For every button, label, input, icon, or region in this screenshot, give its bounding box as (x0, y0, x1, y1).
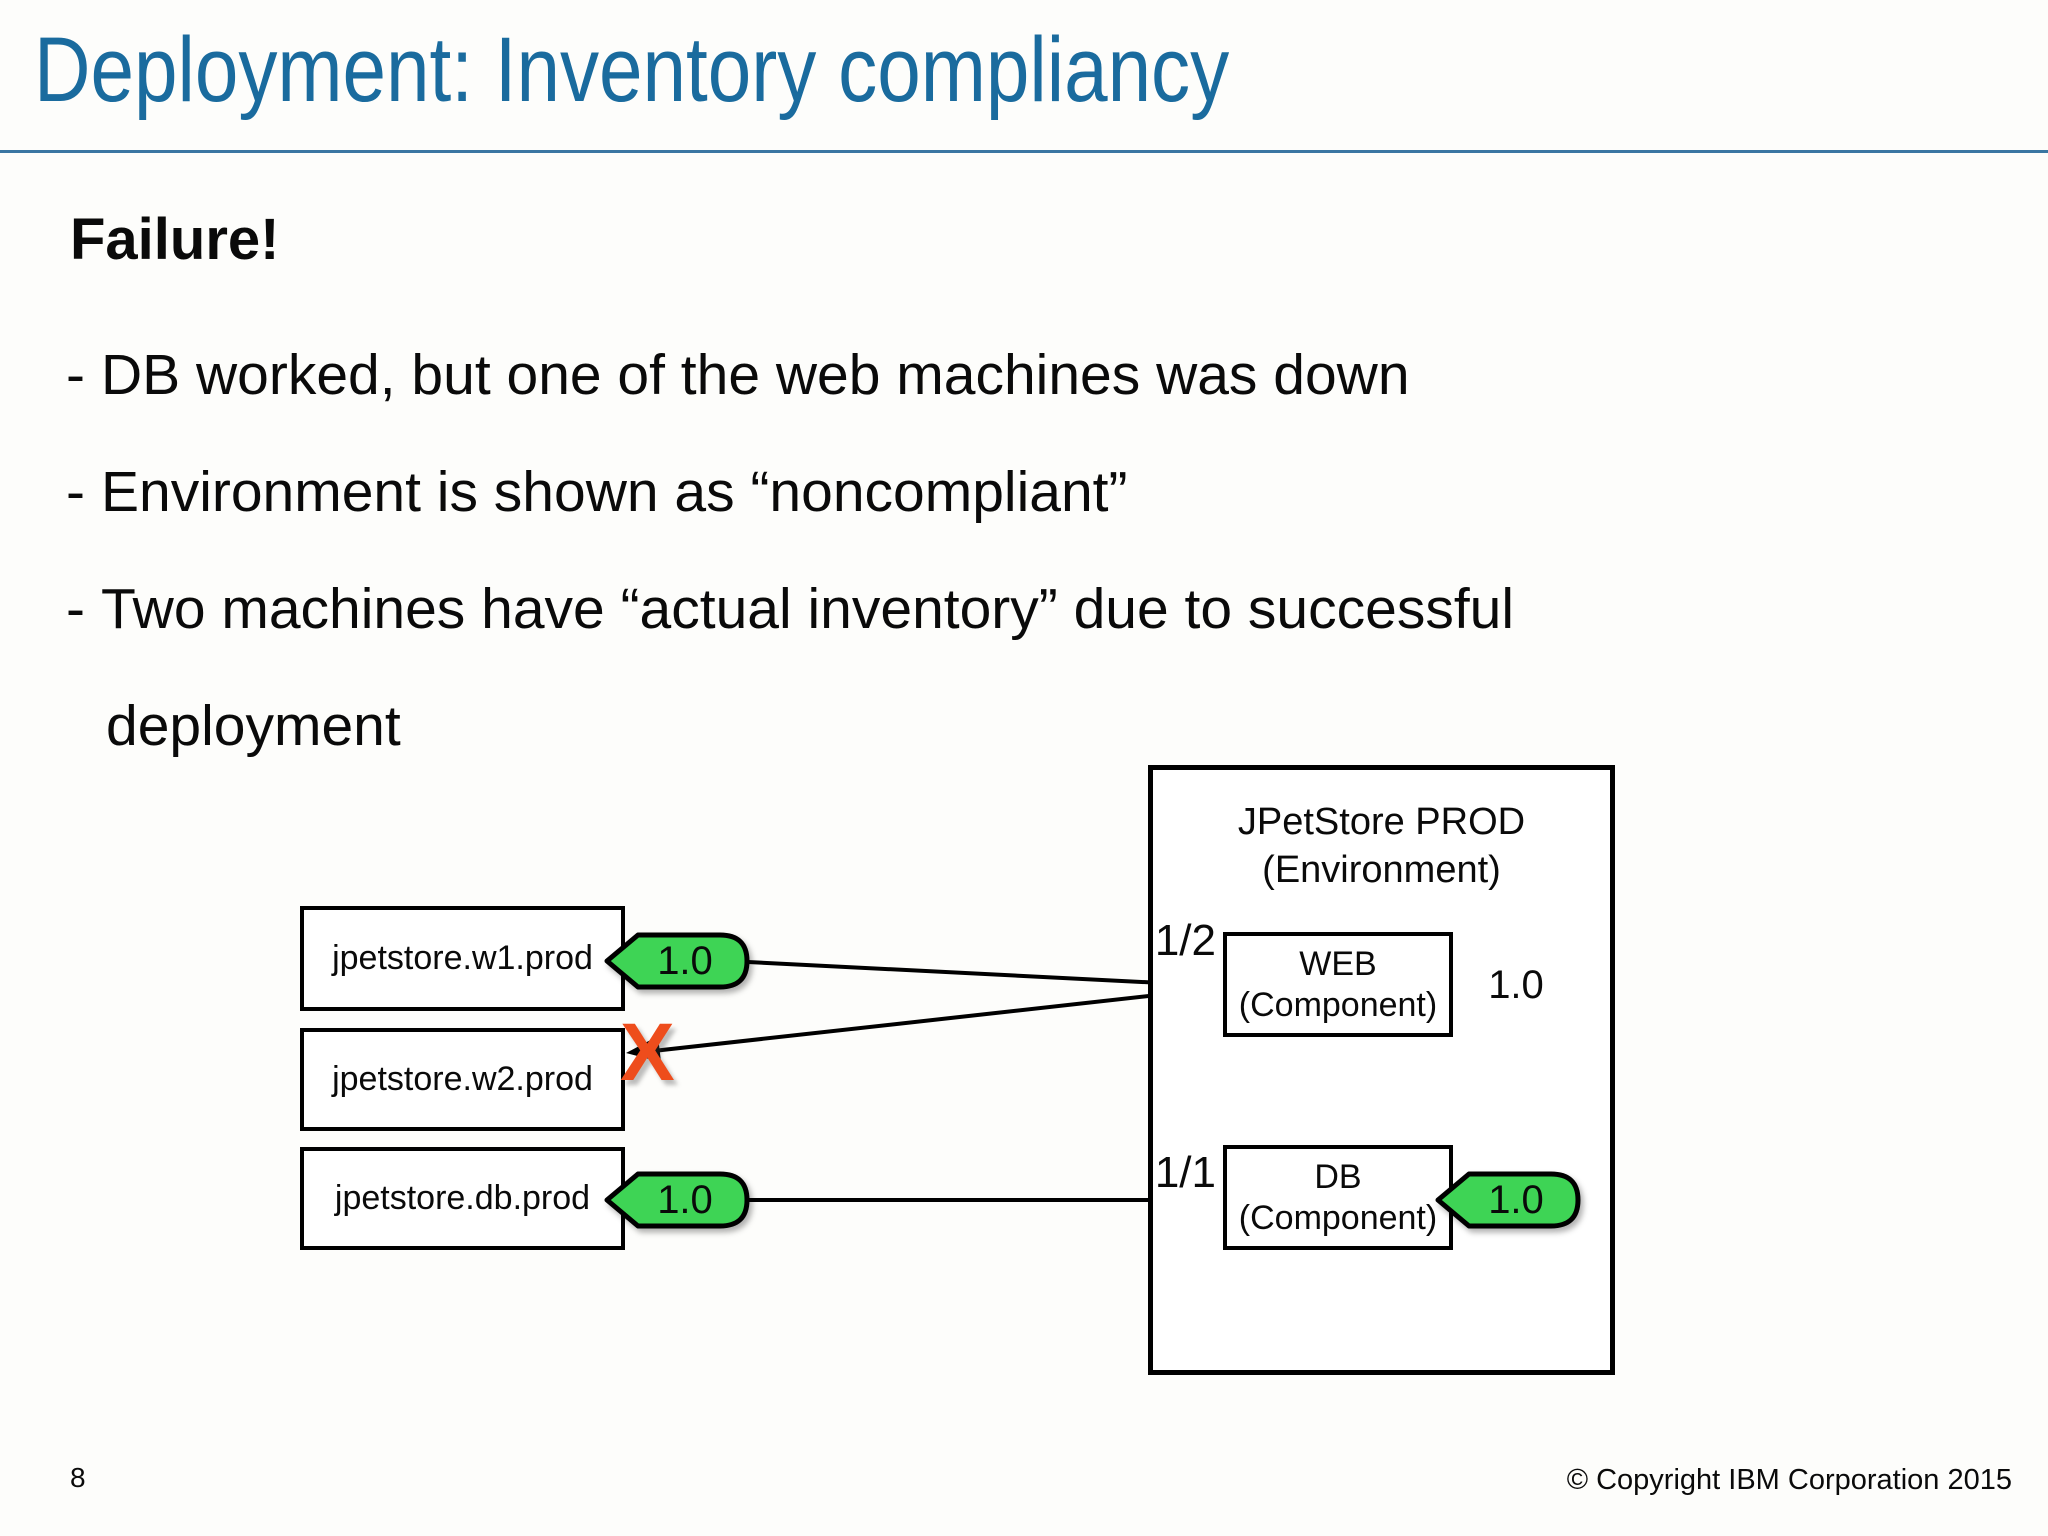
component-name: DB (1314, 1157, 1362, 1196)
bullet-text: Two machines have “actual inventory” due… (100, 577, 1515, 758)
bullet-item: -DB worked, but one of the web machines … (66, 317, 1766, 434)
badge-version-label: 1.0 (657, 1177, 713, 1222)
machine-box-w2: jpetstore.w2.prod (300, 1028, 625, 1131)
machine-label: jpetstore.db.prod (334, 1179, 591, 1217)
machine-label: jpetstore.w1.prod (332, 939, 593, 977)
environment-name: JPetStore PROD (1237, 801, 1526, 843)
page-number: 8 (70, 1462, 86, 1493)
bullet-item: -Two machines have “actual inventory” du… (66, 551, 1766, 785)
component-box-web: WEB (Component) (1223, 932, 1453, 1037)
ratio-label-web: 1/2 (1154, 916, 1216, 965)
bullet-marker: - (66, 577, 85, 641)
failure-heading: Failure! (70, 207, 280, 272)
version-tag-icon (604, 932, 750, 990)
badge-version-label: 1.0 (657, 938, 713, 983)
version-tag-icon (1435, 1171, 1581, 1229)
component-box-db: DB (Component) (1223, 1145, 1453, 1250)
failure-x-icon: X (620, 1007, 675, 1098)
version-badge-db: 1.0 (604, 1170, 750, 1230)
environment-type-label: (Environment) (1262, 849, 1501, 891)
bullet-text: DB worked, but one of the web machines w… (100, 343, 1410, 407)
version-badge-db-component: 1.0 (1435, 1170, 1581, 1230)
slide-title: Deployment: Inventory compliancy (34, 19, 1230, 121)
component-type-label: (Component) (1238, 985, 1438, 1024)
machine-box-db: jpetstore.db.prod (300, 1147, 625, 1250)
version-tag-icon (604, 1171, 750, 1229)
environment-title: JPetStore PROD (Environment) (1148, 798, 1615, 894)
machine-box-w1: jpetstore.w1.prod (300, 906, 625, 1011)
component-type-label: (Component) (1238, 1198, 1438, 1237)
badge-version-label: 1.0 (1488, 962, 1544, 1007)
ratio-label-db: 1/1 (1154, 1148, 1216, 1197)
copyright-text: © Copyright IBM Corporation 2015 (1566, 1464, 2012, 1496)
bullet-item: -Environment is shown as “noncompliant” (66, 434, 1766, 551)
bullet-text: Environment is shown as “noncompliant” (100, 460, 1128, 524)
machine-label: jpetstore.w2.prod (332, 1060, 593, 1098)
component-name: WEB (1299, 944, 1377, 983)
version-badge-w1: 1.0 (604, 931, 750, 991)
bullet-list: -DB worked, but one of the web machines … (66, 317, 1766, 785)
badge-version-label: 1.0 (1488, 1177, 1544, 1222)
bullet-marker: - (66, 460, 85, 524)
environment-box (1148, 765, 1615, 1375)
bullet-marker: - (66, 343, 85, 407)
title-divider (0, 150, 2048, 153)
